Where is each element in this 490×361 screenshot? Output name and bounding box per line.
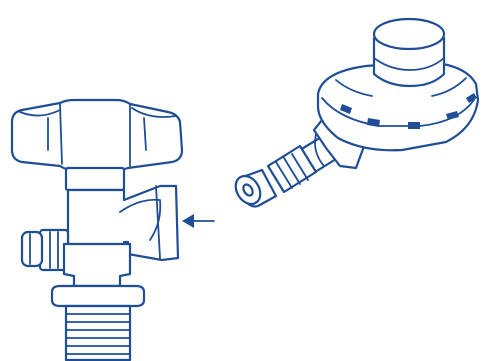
valve-stem <box>66 168 124 190</box>
handwheel <box>12 100 182 170</box>
regulator-cap <box>374 19 444 86</box>
valve-neck <box>64 244 130 286</box>
side-nut <box>22 230 68 270</box>
threaded-shank <box>66 306 130 360</box>
arrow-left-icon <box>182 214 214 228</box>
cylinder-valve <box>12 100 182 360</box>
gas-regulator <box>231 19 478 209</box>
valve-collar <box>52 286 144 306</box>
